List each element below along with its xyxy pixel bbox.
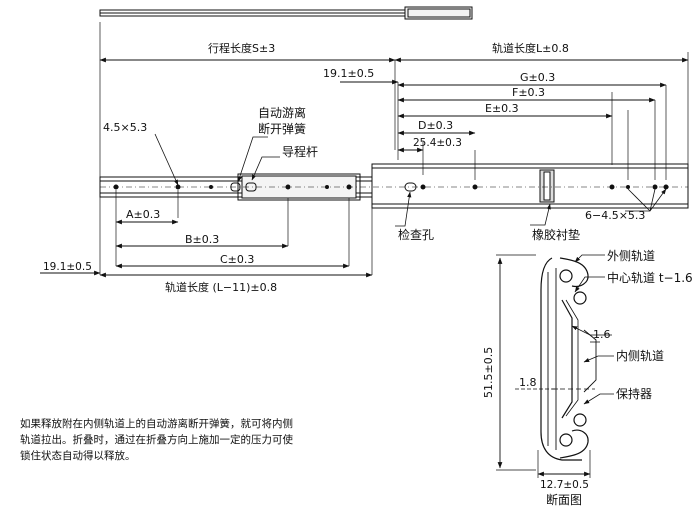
guide-rod-label: 导程杆: [282, 144, 318, 159]
center-rail-section: [561, 299, 573, 419]
hole-size-label: 4.5×5.3: [103, 121, 147, 134]
hole-count-label: 6−4.5×5.3: [585, 209, 645, 222]
top-view: [99, 6, 473, 20]
g-label: G±0.3: [520, 71, 555, 84]
rubber-pad-label: 橡胶衬垫: [532, 227, 580, 242]
outer-rail-section: [540, 257, 582, 461]
section-title: 断面图: [546, 492, 582, 507]
c-label: C±0.3: [220, 253, 254, 266]
offset-bottom-label: 19.1±0.5: [43, 261, 92, 273]
e-label: E±0.3: [485, 102, 519, 115]
f-label: F±0.3: [512, 86, 545, 99]
auto-release-label: 自动游离: [258, 105, 306, 120]
inspection-hole: [404, 182, 417, 192]
usage-note: 如果释放附在内侧轨道上的自动游离断开弹簧，就可将内侧 轨道拉出。折叠时，通过在折…: [20, 416, 380, 464]
offset-18-label: 1.8: [519, 376, 537, 389]
note-line-1: 如果释放附在内侧轨道上的自动游离断开弹簧，就可将内侧: [20, 418, 293, 430]
rail-l-label: 轨道长度L±0.8: [492, 41, 569, 55]
callout-labels: 自动游离 断开弹簧 导程杆 检查孔 橡胶衬垫 外侧轨道 中心轨道 t−1.6 内…: [258, 105, 693, 507]
height-label: 51.5±0.5: [482, 347, 495, 398]
width-label: 12.7±0.5: [540, 479, 589, 491]
note-line-2: 轨道拉出。折叠时，通过在折叠方向上施加一定的压力可使: [20, 434, 293, 446]
note-line-3: 锁住状态自动得以释放。: [20, 450, 136, 462]
offset-top-label: 19.1±0.5: [323, 67, 374, 80]
top-rail-cover: [404, 6, 473, 20]
center-rail-label: 中心轨道 t−1.6: [607, 270, 693, 285]
rail-elevation: [99, 163, 689, 209]
d-label: D±0.3: [418, 119, 453, 132]
d-base-label: 25.4±0.3: [413, 137, 462, 149]
inner-rail-label: 内侧轨道: [616, 349, 664, 363]
inner-rail-body: [371, 163, 689, 209]
top-rail-inner: [407, 8, 471, 18]
stroke-s-label: 行程长度S±3: [208, 41, 275, 55]
dimension-texts: 行程长度S±3 轨道长度L±0.8 19.1±0.5 G±0.3 F±0.3 E…: [43, 41, 645, 491]
outer-rail-label: 外侧轨道: [607, 249, 655, 263]
b-label: B±0.3: [185, 233, 219, 246]
retainer-label: 保持器: [616, 386, 652, 401]
rail-l-minus-label: 轨道长度 (L−11)±0.8: [165, 280, 277, 294]
leader-lines: [154, 133, 667, 405]
a-label: A±0.3: [126, 208, 160, 221]
dimension-lines: [40, 57, 689, 477]
release-spring-label: 断开弹簧: [258, 121, 306, 136]
cross-section: [496, 254, 597, 478]
inspect-hole-label: 检查孔: [398, 227, 434, 242]
thickness-16-label: 1.6: [593, 328, 611, 341]
